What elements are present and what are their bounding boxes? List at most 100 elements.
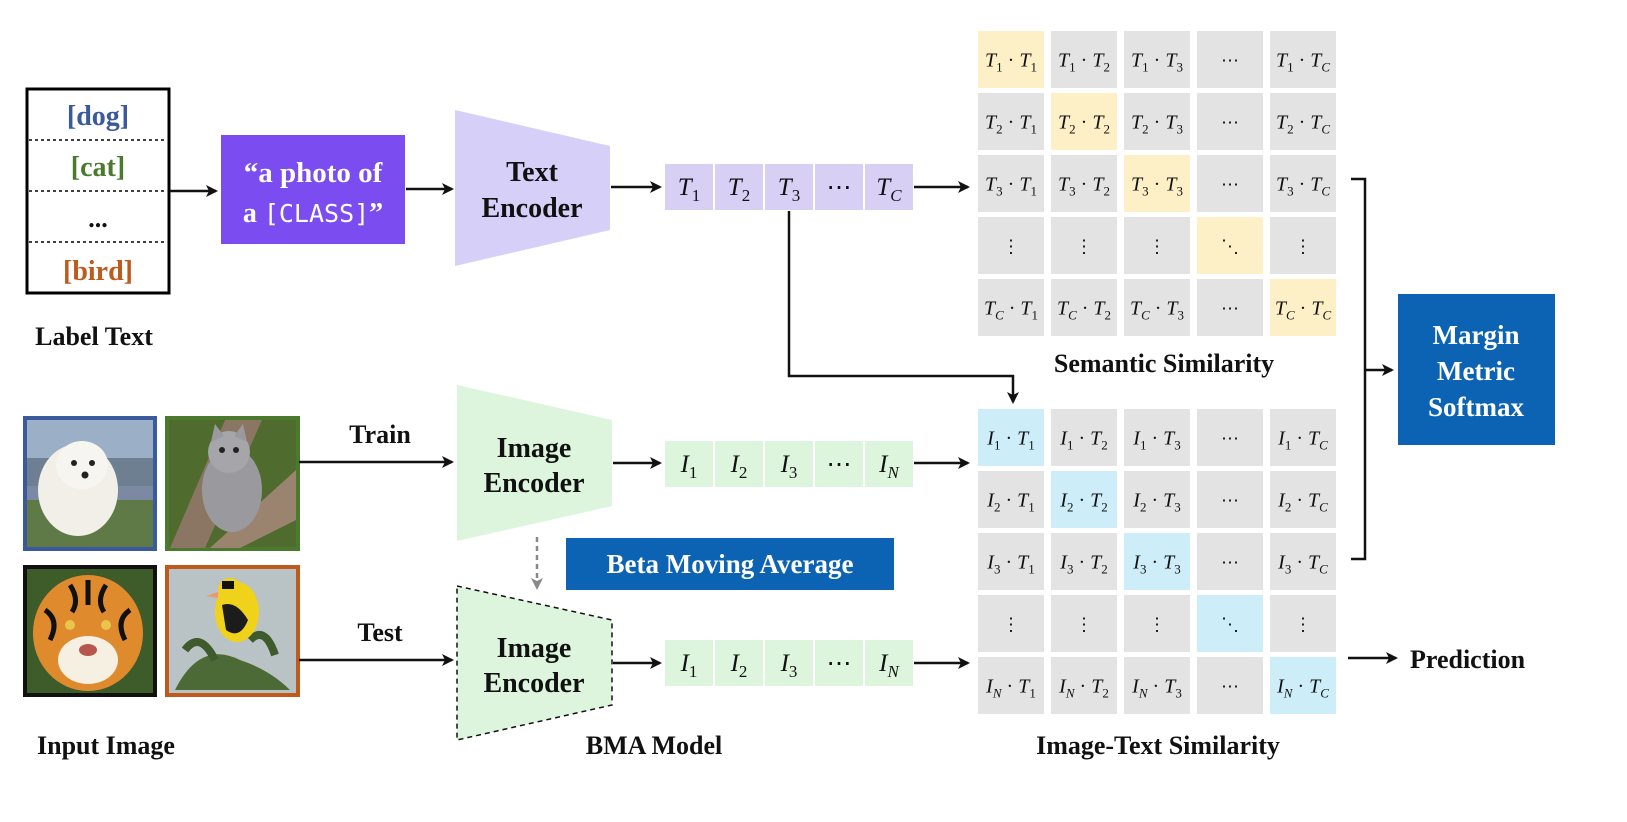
semantic-cell-label: ⋮ — [1002, 237, 1020, 257]
prompt-line2-prefix: a — [243, 198, 264, 229]
semantic-cell-label: T3 · T1 — [985, 174, 1037, 199]
image-token-test-cell — [765, 640, 813, 686]
semantic-cell-label: ⋮ — [1148, 237, 1166, 257]
image-text-cell — [1270, 409, 1336, 466]
image-text-cell-label: I2 · T1 — [986, 490, 1034, 515]
semantic-cell-label: TC · TC — [1275, 298, 1332, 323]
semantic-cell — [978, 93, 1044, 150]
semantic-cell-label: ⋯ — [1221, 51, 1239, 71]
image-text-cell — [1051, 471, 1117, 528]
text-encoder: Text Encoder — [455, 110, 610, 266]
text-encoder-line1: Text — [506, 157, 559, 188]
image-text-cell — [1124, 533, 1190, 590]
input-image-cat — [165, 416, 300, 551]
semantic-cell-label: ⋯ — [1221, 299, 1239, 319]
bma-image-encoder: Image Encoder — [456, 585, 613, 741]
semantic-cell-label: T2 · TC — [1276, 112, 1330, 137]
semantic-cell-label: ⋱ — [1221, 237, 1239, 257]
image-token-test-label: I3 — [780, 650, 798, 681]
text-token-label: TC — [876, 174, 902, 205]
semantic-cell — [1124, 93, 1190, 150]
prompt-template-box: “a photo of a [CLASS]” — [221, 135, 405, 244]
semantic-cell — [1051, 93, 1117, 150]
image-text-cell-label: ⋮ — [1002, 615, 1020, 635]
text-token-label: T3 — [778, 174, 800, 205]
image-token-train-label: IN — [878, 451, 900, 482]
label-text-caption: Label Text — [35, 322, 153, 351]
image-token-train-cell — [665, 441, 713, 487]
semantic-cell — [1197, 279, 1263, 336]
image-text-cell-label: I1 · T2 — [1059, 428, 1107, 453]
image-token-test-label: IN — [878, 650, 900, 681]
image-text-cell-label: ⋯ — [1221, 677, 1239, 697]
input-image-tiger — [23, 565, 157, 697]
image-token-train-label: ⋯ — [827, 451, 852, 478]
image-text-cell-label: ⋯ — [1221, 429, 1239, 449]
bma-encoder-line1: Image — [497, 633, 572, 664]
semantic-cell — [1124, 31, 1190, 88]
image-encoder-line1: Image — [497, 433, 572, 464]
image-text-cell — [1051, 533, 1117, 590]
image-text-cell — [1197, 657, 1263, 714]
image-token-train-cell — [815, 441, 863, 487]
image-text-cell-label: I3 · T2 — [1059, 552, 1107, 577]
input-image-caption: Input Image — [37, 731, 175, 760]
semantic-cell-label: TC · T3 — [1130, 298, 1184, 323]
input-image-bird — [165, 565, 300, 697]
image-text-cell — [1051, 409, 1117, 466]
image-token-test-label: ⋯ — [827, 650, 852, 677]
image-encoder: Image Encoder — [457, 385, 612, 541]
text-token-label: T2 — [728, 174, 750, 205]
semantic-cell-label: T1 · T1 — [985, 50, 1037, 75]
label-text-list: [dog] [cat] ... [bird] — [25, 87, 171, 295]
image-encoder-line2: Encoder — [483, 468, 584, 499]
semantic-cell-label: T1 · TC — [1276, 50, 1330, 75]
image-text-cell-label: IN · TC — [1276, 676, 1329, 701]
text-encoder-line2: Encoder — [481, 193, 582, 224]
semantic-cell — [1270, 31, 1336, 88]
image-text-cell — [1197, 409, 1263, 466]
image-text-cell-label: I3 · T1 — [986, 552, 1034, 577]
text-token-cell — [665, 164, 713, 210]
image-token-test-cell — [815, 640, 863, 686]
image-text-similarity-caption: Image-Text Similarity — [1036, 731, 1280, 760]
image-token-train-label: I3 — [780, 451, 798, 482]
image-text-cell-label: ⋮ — [1294, 615, 1312, 635]
image-text-cell-label: IN · T3 — [1131, 676, 1182, 701]
image-text-cell — [1124, 657, 1190, 714]
bma-encoder-line2: Encoder — [483, 668, 584, 699]
prompt-class-token: [CLASS] — [264, 199, 369, 228]
image-text-cell — [1197, 595, 1263, 652]
arrow-t3-to-image-text-matrix — [787, 211, 1019, 404]
text-token-cell — [815, 164, 863, 210]
margin-line2: Metric — [1437, 356, 1515, 386]
image-token-test-cell — [715, 640, 763, 686]
semantic-cell-label: T1 · T3 — [1131, 50, 1183, 75]
semantic-cell-label: T3 · T2 — [1058, 174, 1110, 199]
image-token-test-cell — [665, 640, 713, 686]
image-text-cell-label: I3 · TC — [1277, 552, 1328, 577]
image-text-cell-label: I1 · T3 — [1132, 428, 1180, 453]
label-item-cat: [cat] — [71, 152, 125, 183]
semantic-cell — [1197, 93, 1263, 150]
image-text-cell — [1197, 471, 1263, 528]
semantic-cell — [1270, 155, 1336, 212]
image-token-train-cell — [865, 441, 913, 487]
image-text-cell-label: I1 · TC — [1277, 428, 1328, 453]
margin-line1: Margin — [1433, 320, 1520, 350]
image-text-cell — [1270, 533, 1336, 590]
semantic-cell-label: ⋯ — [1221, 113, 1239, 133]
image-token-test-label: I1 — [680, 650, 698, 681]
label-item-bird: [bird] — [63, 256, 133, 287]
semantic-cell — [1270, 217, 1336, 274]
semantic-cell-label: ⋮ — [1075, 237, 1093, 257]
combine-bracket — [1351, 177, 1367, 561]
text-token-label: ⋯ — [827, 174, 852, 201]
semantic-cell-label: ⋯ — [1221, 175, 1239, 195]
image-token-train-label: I1 — [680, 451, 698, 482]
image-text-cell — [1124, 409, 1190, 466]
